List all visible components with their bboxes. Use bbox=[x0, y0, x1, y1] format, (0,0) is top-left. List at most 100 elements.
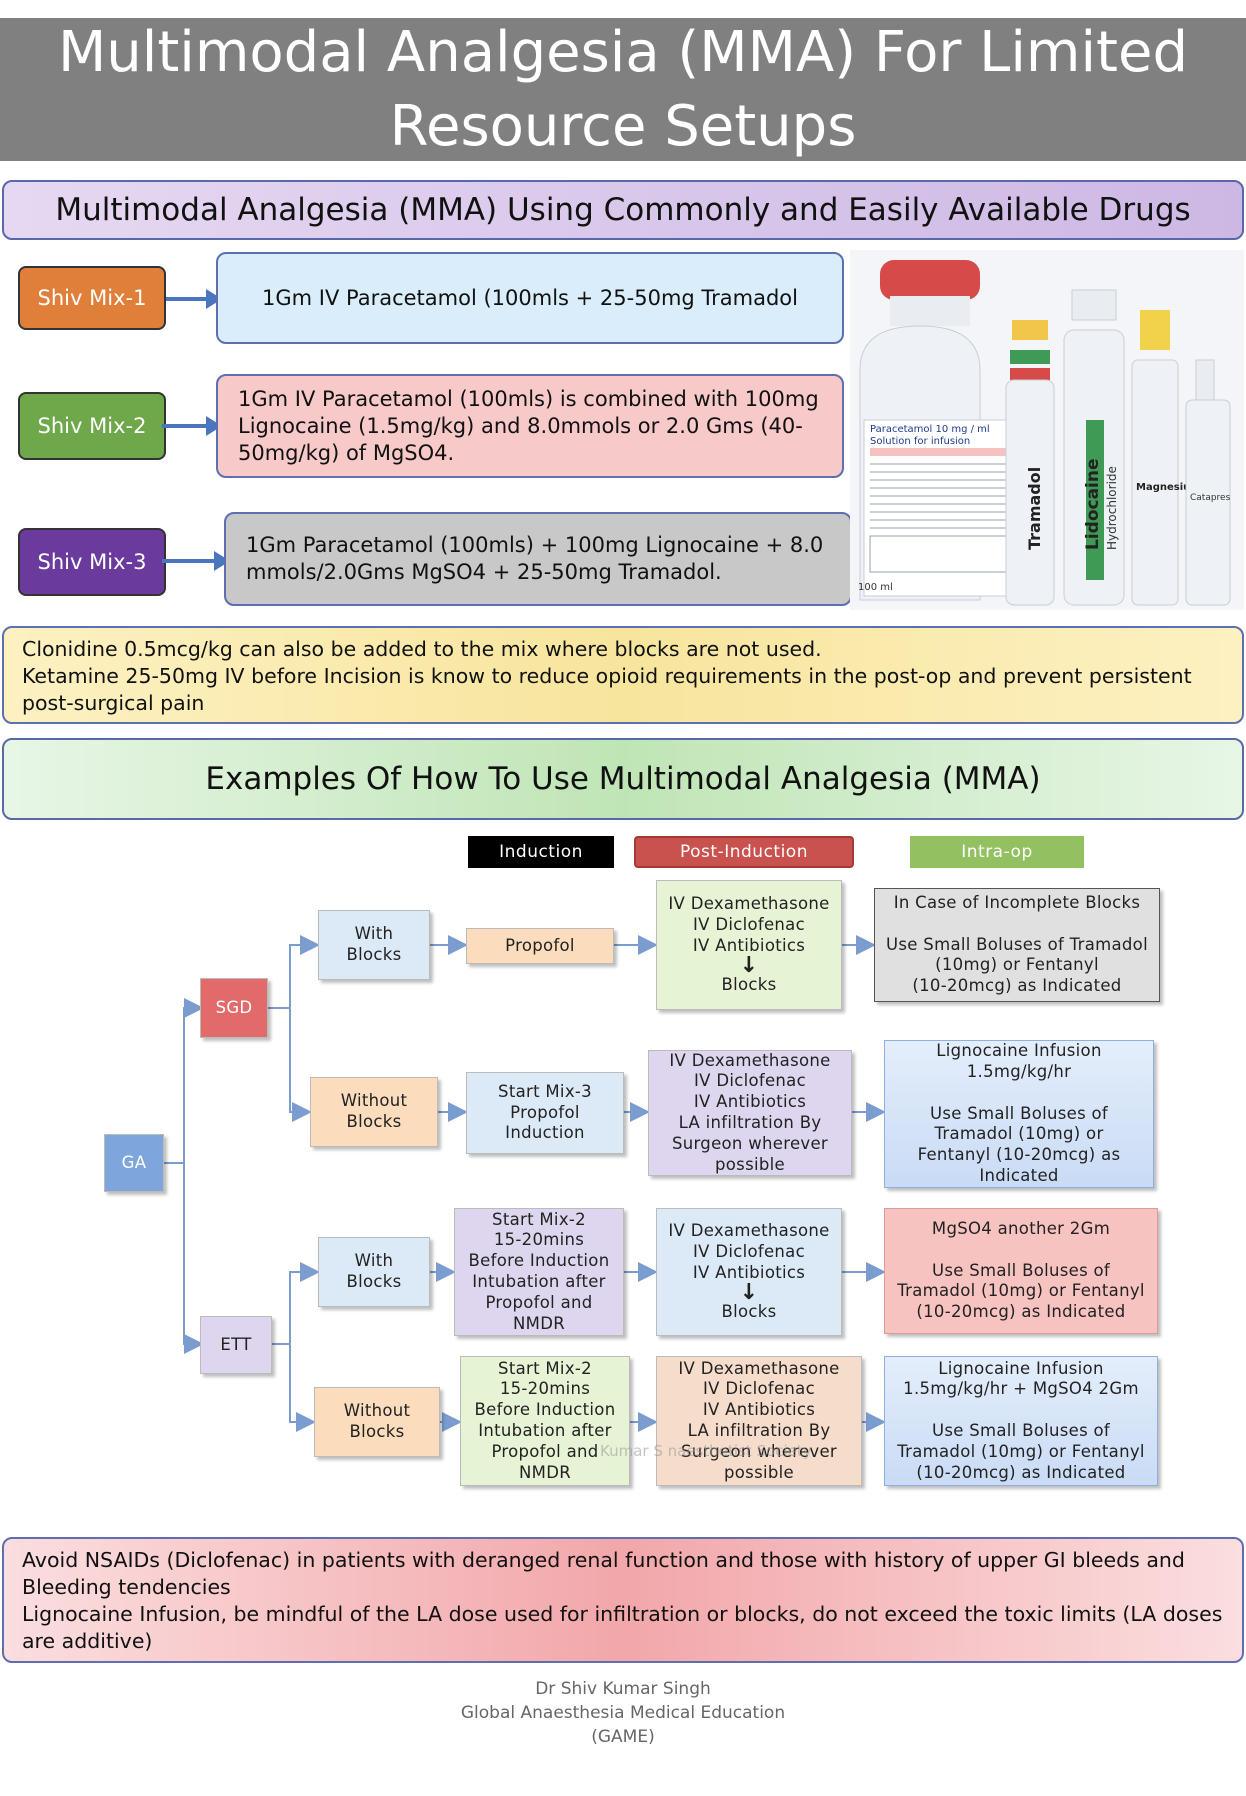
node-line: LA infiltration By bbox=[687, 1421, 831, 1440]
mix-3-text: 1Gm Paracetamol (100mls) + 100mg Lignoca… bbox=[246, 533, 824, 584]
legend-post-induction-label: Post-Induction bbox=[680, 842, 808, 862]
node-line: (10-20mcg) as Indicated bbox=[912, 976, 1122, 996]
node-line: Before Induction bbox=[468, 1251, 610, 1271]
node-line: possible bbox=[724, 1462, 794, 1482]
node-line: ↓ bbox=[739, 952, 759, 978]
ampoule-tramadol-text: Tramadol bbox=[1025, 467, 1044, 550]
footer-credit: Dr Shiv Kumar Singh Global Anaesthesia M… bbox=[0, 1677, 1246, 1749]
section-heading-text: Examples Of How To Use Multimodal Analge… bbox=[205, 761, 1041, 797]
note-clonidine-text: Clonidine 0.5mcg/kg can also be added to… bbox=[22, 637, 822, 661]
node-line: Blocks bbox=[346, 945, 402, 964]
node-line: IV Diclofenac bbox=[694, 1071, 806, 1091]
node-line: IV Dexamethasone bbox=[669, 1050, 831, 1070]
node-line: Start Mix-2 bbox=[498, 1358, 592, 1378]
watermark-text: Kumar S naesthetist Society bbox=[600, 1442, 812, 1460]
node-line: Tramadol (10mg) or bbox=[934, 1124, 1104, 1144]
connector-sgd-without bbox=[289, 1008, 312, 1122]
node-line bbox=[1018, 1240, 1024, 1261]
node-line bbox=[1018, 1400, 1024, 1421]
connector-ett-without bbox=[289, 1344, 316, 1432]
connector-ga-ett bbox=[183, 1163, 204, 1354]
node-ga-label: GA bbox=[121, 1152, 147, 1172]
node-line: Use Small Boluses of bbox=[931, 1421, 1111, 1440]
mix-tag-2: Shiv Mix-2 bbox=[18, 392, 166, 460]
note-clonidine-ketamine: Clonidine 0.5mcg/kg can also be added to… bbox=[2, 626, 1244, 724]
node-line: Propofol and bbox=[485, 1292, 593, 1312]
ampoule-lidocaine-text: Lidocaine bbox=[1083, 458, 1103, 550]
mix-tag-1: Shiv Mix-1 bbox=[18, 266, 166, 330]
node-line: IV Dexamethasone bbox=[668, 1221, 830, 1241]
node-line: Lignocaine Infusion bbox=[936, 1041, 1102, 1061]
node-line: IV Antibiotics bbox=[702, 1400, 816, 1420]
ampoule-lidocaine-sub-text: Hydrochloride bbox=[1105, 466, 1119, 550]
node-line: (10-20mcg) as Indicated bbox=[916, 1302, 1126, 1322]
node-line: Tramadol (10mg) or Fentanyl bbox=[897, 1441, 1145, 1461]
node-line: Start Mix-2 bbox=[492, 1209, 586, 1229]
node-line: Surgeon wherever bbox=[680, 1441, 838, 1461]
drug-bottles-illustration: Paracetamol 10 mg / ml Solution for infu… bbox=[850, 250, 1244, 610]
node-line: Use Small Boluses of Tramadol bbox=[886, 934, 1148, 954]
footer-organisation: Global Anaesthesia Medical Education bbox=[460, 1703, 786, 1723]
legend-intra-op: Intra-op bbox=[910, 836, 1084, 868]
node-line: (10mg) or Fentanyl bbox=[935, 955, 1099, 975]
node-sgd-label: SGD bbox=[215, 997, 253, 1017]
mix-1-description: 1Gm IV Paracetamol (100mls + 25-50mg Tra… bbox=[216, 252, 844, 344]
legend-post-induction: Post-Induction bbox=[634, 836, 854, 868]
node-line: Start Mix-3 bbox=[498, 1081, 592, 1101]
node-line: Use Small Boluses of bbox=[929, 1103, 1109, 1123]
legend-induction: Induction bbox=[468, 836, 614, 868]
node-line: 15-20mins bbox=[499, 1379, 591, 1399]
mix-tag-label: Shiv Mix-3 bbox=[37, 550, 147, 574]
node-line: Propofol bbox=[505, 935, 575, 955]
node-line: IV Antibiotics bbox=[692, 1263, 806, 1282]
note-ketamine-text: Ketamine 25-50mg IV before Incision is k… bbox=[22, 664, 1192, 715]
node-line bbox=[1016, 1083, 1022, 1104]
node-line: IV Dexamethasone bbox=[678, 1358, 840, 1378]
node-line: 15-20mins bbox=[493, 1230, 585, 1250]
node-line: Surgeon wherever bbox=[671, 1133, 829, 1153]
section-heading-examples: Examples Of How To Use Multimodal Analge… bbox=[2, 738, 1244, 820]
node-line: IV Dexamethasone bbox=[668, 894, 830, 914]
title-line-2: Resource Setups bbox=[389, 93, 857, 159]
node-line: Intubation after bbox=[472, 1272, 606, 1291]
node-line: Before Induction bbox=[474, 1400, 616, 1420]
node-line: IV Diclofenac bbox=[703, 1379, 815, 1399]
node-line: Propofol and bbox=[491, 1441, 599, 1461]
node-line: Blocks bbox=[346, 1272, 402, 1291]
section-heading-drugs: Multimodal Analgesia (MMA) Using Commonl… bbox=[2, 180, 1244, 240]
node-line: Without bbox=[343, 1401, 411, 1421]
node-line: Use Small Boluses of bbox=[931, 1260, 1111, 1280]
node-line: Lignocaine Infusion bbox=[938, 1358, 1104, 1378]
mix-tag-3: Shiv Mix-3 bbox=[18, 528, 166, 596]
node-line: NMDR bbox=[519, 1462, 571, 1482]
node-line: (10-20mcg) as Indicated bbox=[916, 1462, 1126, 1482]
legend-induction-label: Induction bbox=[499, 842, 583, 862]
connector-sgd-with bbox=[268, 935, 320, 1009]
node-line: IV Antibiotics bbox=[693, 1092, 807, 1112]
mix-2-description: 1Gm IV Paracetamol (100mls) is combined … bbox=[216, 374, 844, 478]
node-sgd: SGD bbox=[200, 978, 268, 1038]
node-line: Induction bbox=[505, 1123, 585, 1143]
node-ett-label: ETT bbox=[220, 1334, 252, 1354]
node-line: LA infiltration By bbox=[678, 1113, 822, 1132]
mix-tag-label: Shiv Mix-2 bbox=[37, 414, 147, 438]
mix-1-text: 1Gm IV Paracetamol (100mls + 25-50mg Tra… bbox=[262, 285, 798, 310]
node-ett: ETT bbox=[200, 1316, 272, 1374]
node-line: NMDR bbox=[513, 1313, 565, 1333]
node-line: With bbox=[354, 1251, 394, 1271]
title-line-1: Multimodal Analgesia (MMA) For Limited bbox=[57, 19, 1188, 85]
footer-abbreviation: (GAME) bbox=[591, 1727, 655, 1747]
node-line: 1.5mg/kg/hr bbox=[966, 1062, 1072, 1082]
